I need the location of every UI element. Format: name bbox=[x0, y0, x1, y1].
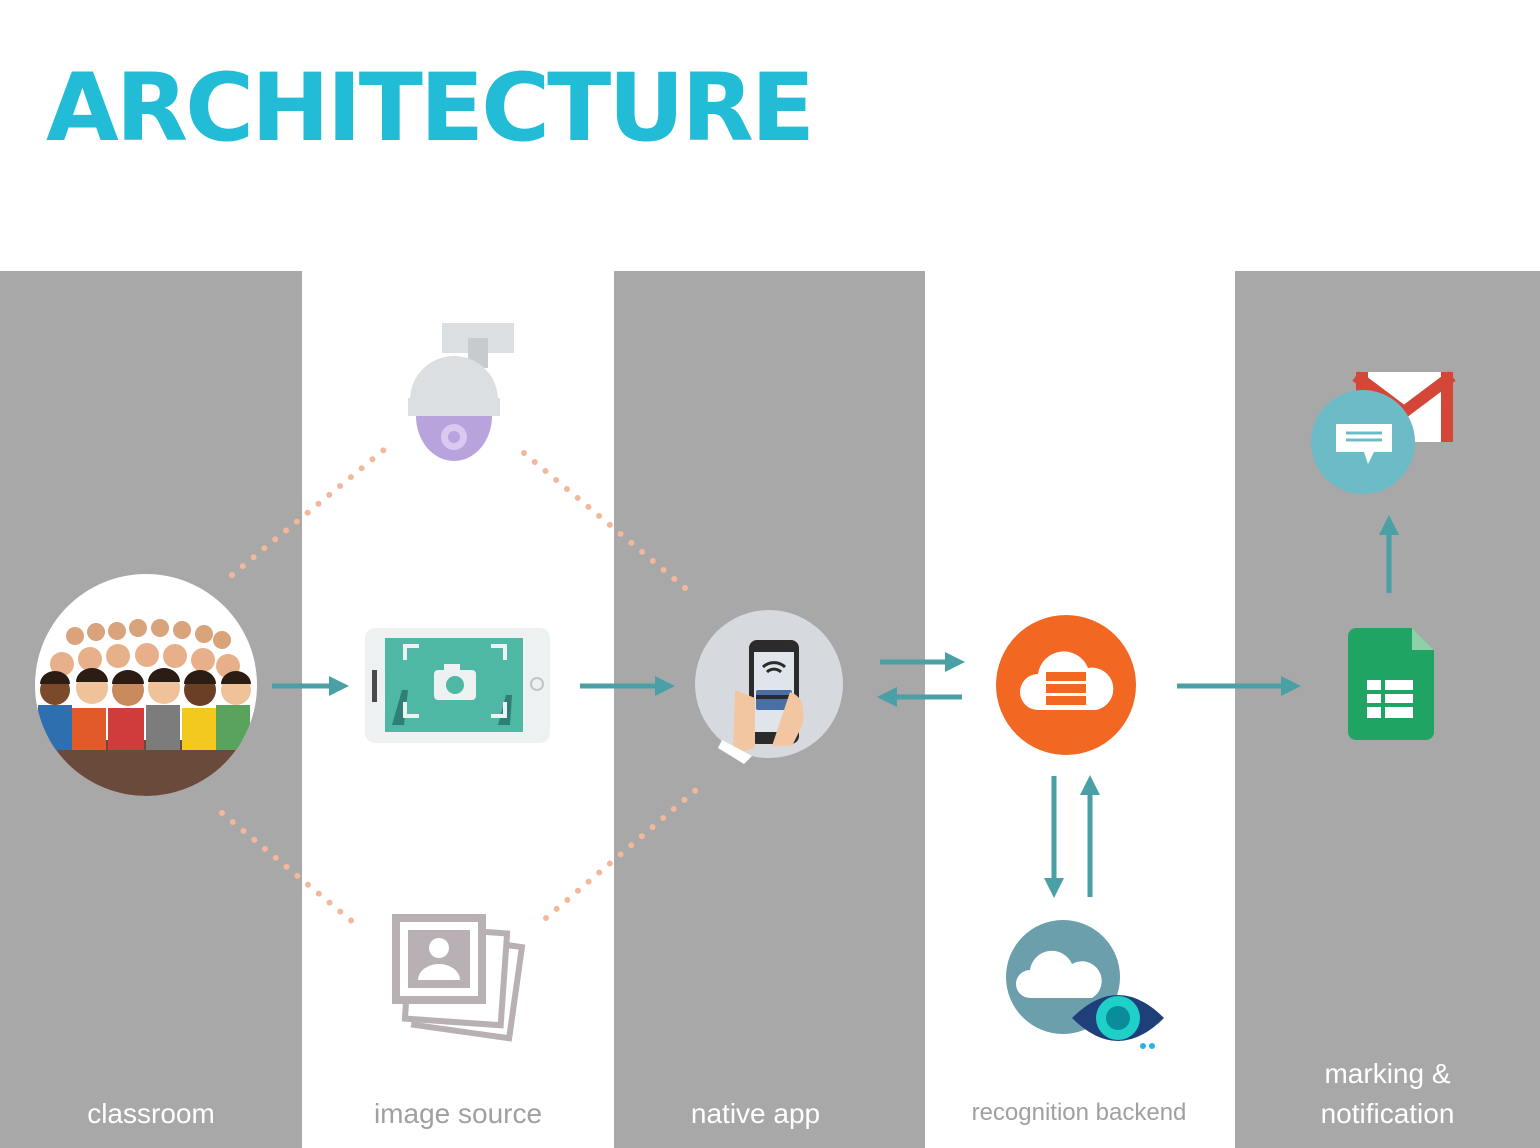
column-label-classroom: classroom bbox=[87, 1098, 215, 1129]
chat-message-icon bbox=[1311, 390, 1415, 494]
dotted-line-photos-app bbox=[543, 787, 699, 921]
column-label-marking-line2: notification bbox=[1320, 1098, 1455, 1129]
dotted-line-cctv-app bbox=[521, 450, 693, 595]
page-title: ARCHITECTURE bbox=[46, 54, 815, 163]
flow-arrows bbox=[272, 515, 1399, 898]
dotted-connectors bbox=[219, 446, 699, 931]
cloud-vision-icon bbox=[1006, 920, 1164, 1049]
column-label-native-app: native app bbox=[690, 1098, 821, 1129]
cloud-server-icon bbox=[996, 615, 1136, 755]
google-sheets-icon bbox=[1348, 628, 1434, 740]
dotted-line-classroom-cctv bbox=[229, 446, 388, 578]
mobile-app-icon bbox=[695, 610, 843, 764]
column-label-recognition-backend: recognition backend bbox=[971, 1099, 1187, 1126]
column-label-marking-line1: marking & bbox=[1324, 1058, 1451, 1089]
photo-stack-icon bbox=[392, 914, 526, 1042]
classroom-crowd-icon bbox=[35, 574, 257, 796]
cctv-camera-icon bbox=[408, 323, 514, 461]
phone-camera-icon bbox=[365, 628, 550, 743]
dotted-line-classroom-photos bbox=[219, 810, 363, 931]
column-label-image-source: image source bbox=[373, 1098, 543, 1129]
